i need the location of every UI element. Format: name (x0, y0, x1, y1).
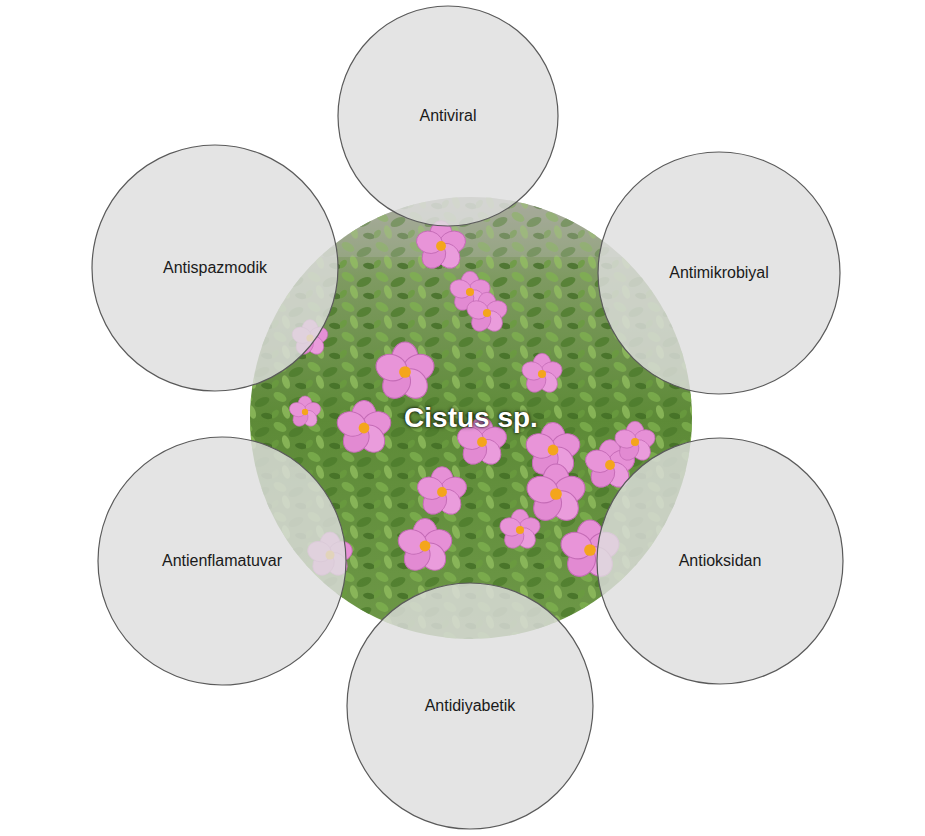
property-circle: Antienflamatuvar (97, 436, 347, 686)
property-label: Antimikrobiyal (669, 264, 769, 282)
circle-shape (347, 583, 593, 829)
plant-name: Cistus sp. (404, 402, 538, 434)
circle-shape (98, 437, 346, 685)
property-label: Antienflamatuvar (162, 552, 282, 570)
property-circle: Antidiyabetik (346, 582, 594, 830)
property-label: Antispazmodik (163, 259, 267, 277)
property-label: Antiviral (420, 107, 477, 125)
property-circle: Antioksidan (596, 437, 844, 685)
property-circle: Antiviral (337, 5, 559, 227)
circle-shape (92, 145, 338, 391)
property-circle: Antimikrobiyal (597, 151, 841, 395)
property-circle: Antispazmodik (91, 144, 339, 392)
circle-shape (597, 438, 843, 684)
property-label: Antidiyabetik (425, 697, 516, 715)
circle-shape (338, 6, 558, 226)
property-label: Antioksidan (679, 552, 762, 570)
circle-shape (598, 152, 840, 394)
